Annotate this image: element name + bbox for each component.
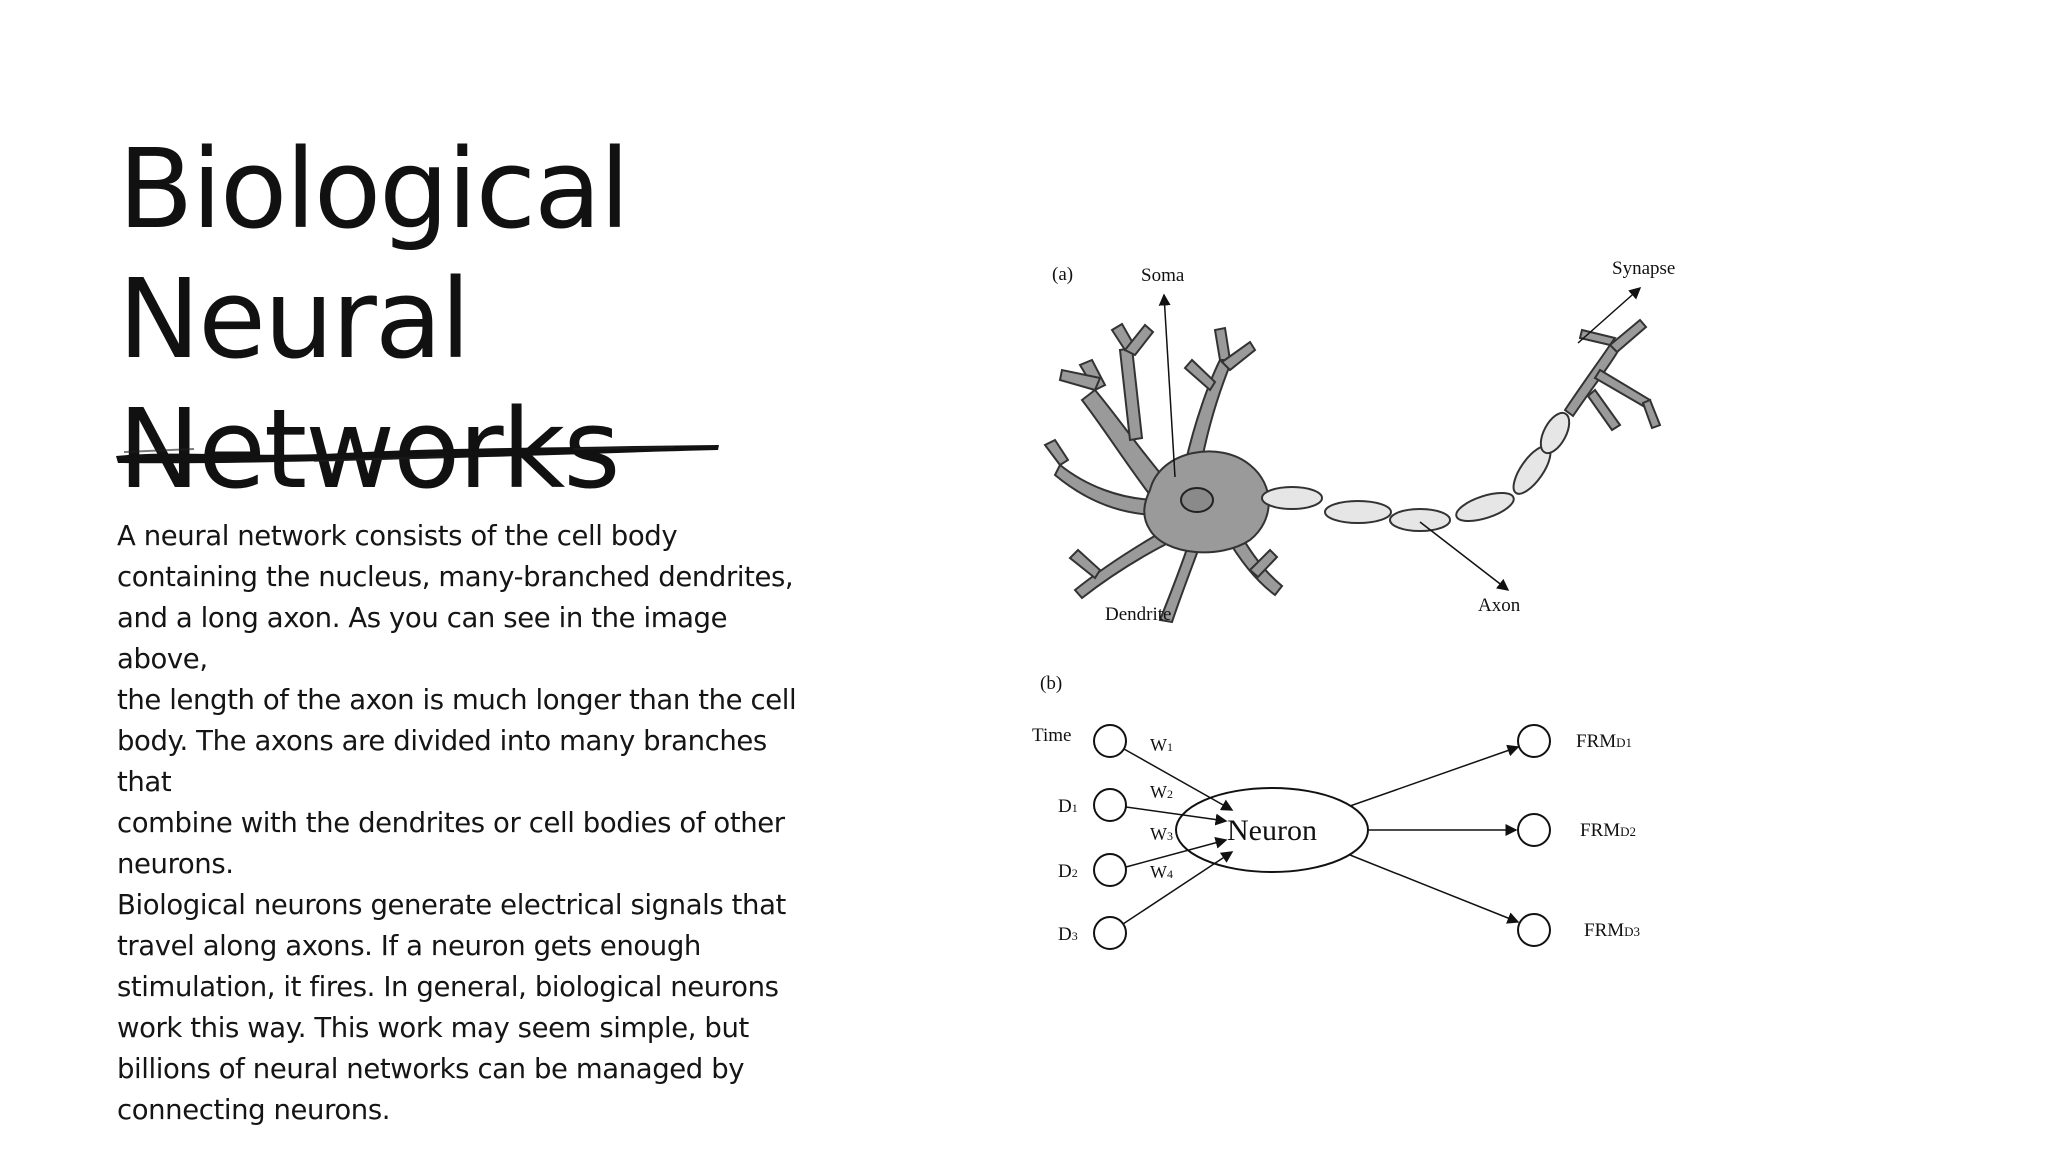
edge-time-neuron: [1123, 748, 1234, 811]
axon-label: Axon: [1478, 595, 1521, 616]
body-paragraph: A neural network consists of the cell bo…: [117, 520, 797, 1126]
output-label-d3: FRMD3: [1584, 920, 1640, 941]
input-node-d2: [1093, 853, 1127, 887]
output-node-d3: [1517, 913, 1551, 947]
weight-label-w3: W3: [1150, 824, 1173, 844]
axon-pointer: [1419, 521, 1510, 591]
edge-d1-neuron: [1125, 806, 1228, 826]
panel-b-label: (b): [1040, 673, 1062, 694]
input-node-d1: [1093, 788, 1127, 822]
brush-stroke-divider: [116, 445, 719, 464]
edge-neuron-out3: [1349, 854, 1520, 924]
input-label-d1: D1: [1058, 796, 1078, 817]
soma-pointer: [1158, 293, 1176, 478]
input-node-time: [1093, 724, 1127, 758]
input-label-d3: D3: [1058, 924, 1078, 945]
dendrite-label: Dendrite: [1105, 604, 1171, 625]
input-label-d2: D2: [1058, 861, 1078, 882]
weight-label-w2: W2: [1150, 782, 1173, 802]
output-label-d1: FRMD1: [1576, 731, 1632, 752]
synapse-label: Synapse: [1612, 258, 1675, 279]
soma-label: Soma: [1141, 265, 1185, 286]
weight-label-w4: W4: [1150, 862, 1173, 882]
output-label-d2: FRMD2: [1580, 820, 1636, 841]
output-node-d1: [1517, 724, 1551, 758]
weight-label-w1: W1: [1150, 735, 1173, 755]
synapse-pointer: [1577, 287, 1642, 344]
edge-d3-neuron: [1122, 851, 1234, 925]
edge-neuron-out1: [1349, 744, 1520, 807]
neuron-illustration: [1043, 318, 1662, 624]
input-node-d3: [1093, 916, 1127, 950]
neuron-figure: (a): [1032, 258, 1675, 950]
edge-d2-neuron: [1125, 836, 1228, 868]
output-node-d2: [1517, 813, 1551, 847]
input-label-time: Time: [1032, 725, 1071, 746]
neuron-label: Neuron: [1227, 814, 1317, 847]
panel-a-label: (a): [1052, 264, 1073, 285]
